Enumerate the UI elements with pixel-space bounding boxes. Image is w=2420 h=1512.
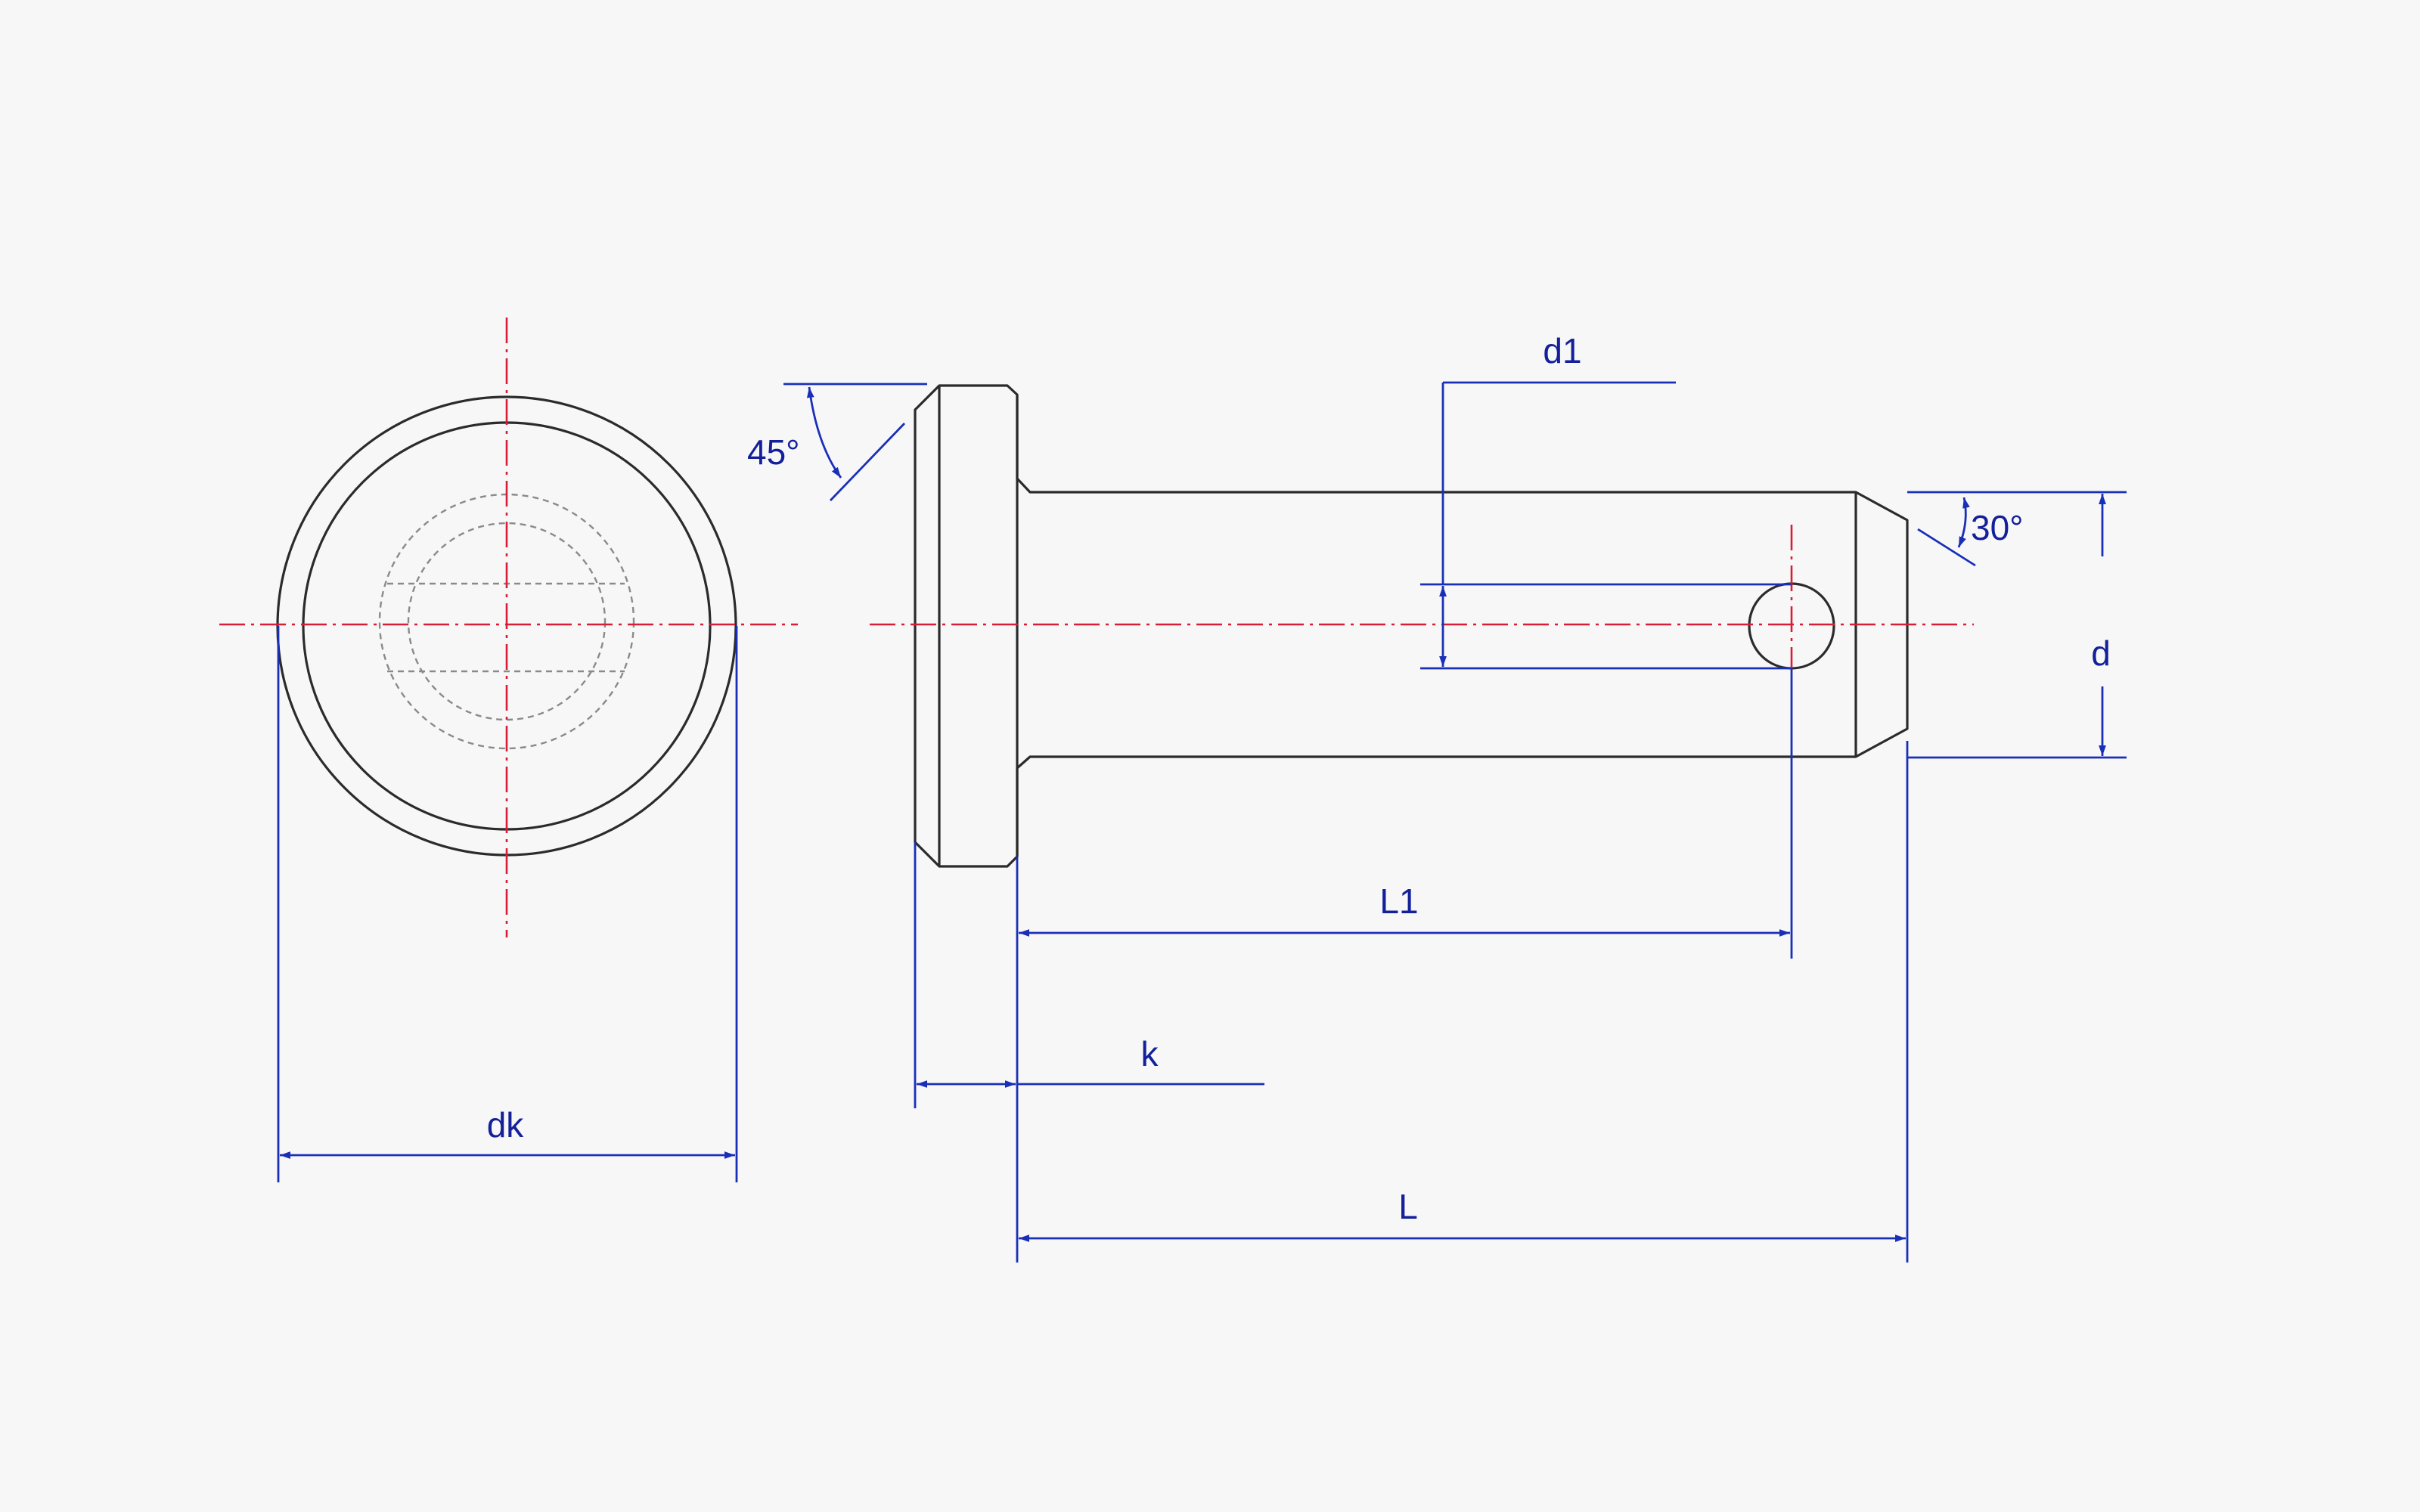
side-view: 45° 30° d1 d L1 k L — [747, 331, 2127, 1263]
l1-label: L1 — [1379, 881, 1418, 921]
tip-angle-arc — [1957, 497, 1970, 548]
dk-label: dk — [487, 1105, 525, 1145]
tip-angle-label: 30° — [1971, 508, 2024, 547]
head-angle-chamfer-line — [829, 423, 906, 501]
head-angle-arc — [806, 386, 842, 479]
l-label: L — [1398, 1187, 1418, 1226]
head-angle-label: 45° — [747, 432, 800, 472]
tip-angle-chamfer-line — [1917, 528, 1976, 567]
pin-outline — [914, 384, 1909, 868]
d-label: d — [2091, 634, 2111, 673]
d1-label: d1 — [1543, 331, 1581, 370]
k-label: k — [1141, 1034, 1159, 1074]
hidden-inner-circle — [407, 522, 607, 721]
end-view: dk — [219, 318, 798, 1182]
